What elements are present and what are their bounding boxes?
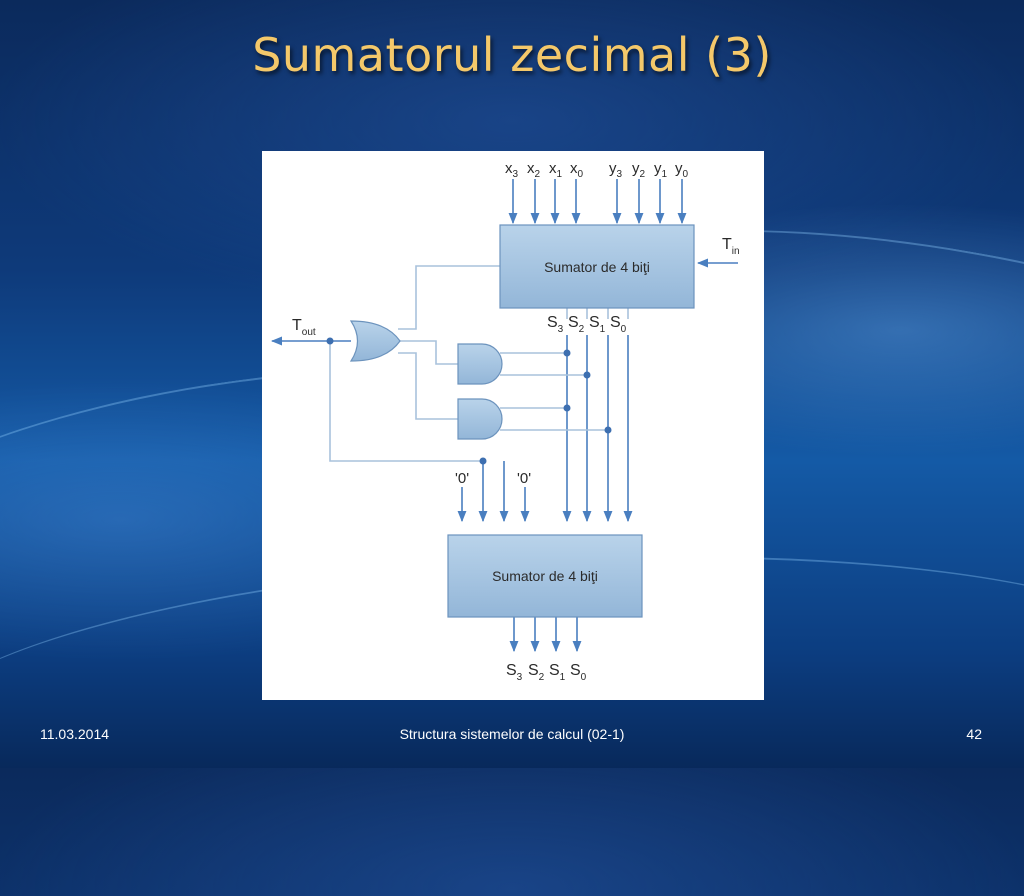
footer-course-title: Structura sistemelor de calcul (02-1) bbox=[399, 726, 625, 742]
final-sum-label: S3 bbox=[506, 662, 523, 683]
final-sum-label: S0 bbox=[570, 662, 587, 683]
slide-title: Sumatorul zecimal (3) bbox=[252, 28, 772, 82]
footer-page-number: 42 bbox=[966, 726, 982, 742]
x-input-label: x1 bbox=[549, 160, 563, 180]
junction-dot bbox=[479, 457, 487, 465]
final-sum-label: S1 bbox=[549, 662, 566, 683]
intermediate-sum-label: S3 bbox=[547, 314, 564, 335]
junction-dots bbox=[326, 337, 612, 465]
y-input-label: y1 bbox=[654, 160, 668, 180]
and-gate-lower bbox=[457, 398, 503, 440]
junction-dot bbox=[583, 371, 591, 379]
junction-dot bbox=[604, 426, 612, 434]
intermediate-sum-label: S2 bbox=[568, 314, 585, 335]
and-gate-upper bbox=[457, 343, 503, 385]
x-input-label: x2 bbox=[527, 160, 541, 180]
junction-dot bbox=[326, 337, 334, 345]
y-input-label: y0 bbox=[675, 160, 689, 180]
x-input-label: x3 bbox=[505, 160, 519, 180]
x-input-label: x0 bbox=[570, 160, 584, 180]
circuit-svg: Sumator de 4 biţi Sumator de 4 biţi x3 x… bbox=[270, 160, 740, 683]
decimal-adder-diagram: Sumator de 4 biţi Sumator de 4 biţi x3 x… bbox=[262, 151, 764, 700]
lower-adder-label: Sumator de 4 biţi bbox=[492, 568, 598, 584]
constant-zero-label: '0' bbox=[517, 470, 531, 487]
y-input-label: y2 bbox=[632, 160, 646, 180]
junction-dot bbox=[563, 404, 571, 412]
intermediate-sum-label: S0 bbox=[610, 314, 627, 335]
footer-date: 11.03.2014 bbox=[40, 726, 110, 742]
constant-zero-label: '0' bbox=[455, 470, 469, 487]
final-sum-label: S2 bbox=[528, 662, 545, 683]
upper-adder-label: Sumator de 4 biţi bbox=[544, 259, 650, 275]
carry-out-label: Tout bbox=[292, 317, 316, 338]
y-input-label: y3 bbox=[609, 160, 623, 180]
carry-in-label: Tin bbox=[722, 236, 740, 257]
upper-adder-box bbox=[499, 224, 695, 309]
or-gate bbox=[349, 320, 401, 362]
intermediate-sum-label: S1 bbox=[589, 314, 606, 335]
lower-adder-box bbox=[447, 534, 643, 618]
junction-dot bbox=[563, 349, 571, 357]
